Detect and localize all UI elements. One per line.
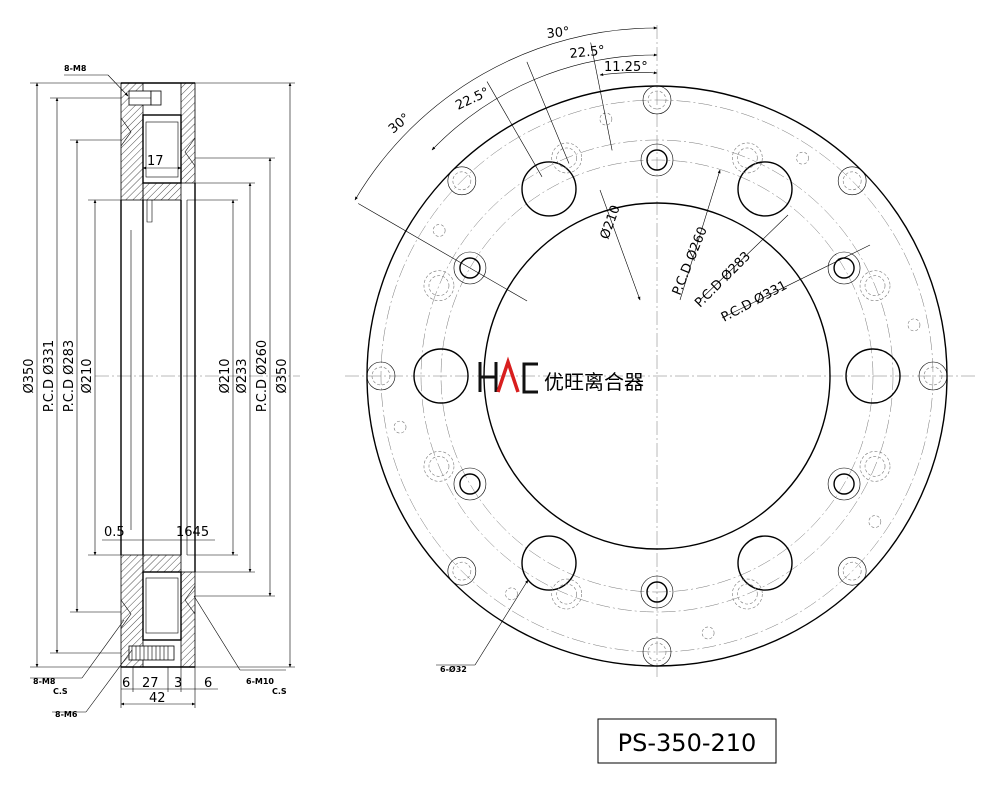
angle-30-top: 30°: [546, 25, 570, 42]
callout-8-m8-top: 8-M8: [64, 64, 87, 73]
model-number: PS-350-210: [618, 729, 757, 757]
pcd260-hole: [459, 257, 481, 279]
pcd331-hole: [842, 561, 862, 581]
callout-8-m8-cs-line1: 8-M8: [33, 677, 56, 686]
pcd331-hole: [923, 366, 943, 386]
dim-right-350: Ø350: [275, 358, 290, 393]
dim-bottom-6-left: 6: [122, 676, 130, 691]
dim-left-350: Ø350: [22, 358, 37, 393]
outer-small-hole: [701, 626, 715, 640]
dim-left-pcd331: P.C.D Ø331: [42, 340, 57, 412]
dim-17: 17: [147, 154, 164, 169]
outer-small-hole: [432, 224, 446, 237]
pcd283-hole-outer: [551, 578, 582, 610]
angle-11-25: 11.25°: [604, 60, 648, 75]
pcd283-hole: [864, 275, 886, 296]
dim-left-pcd283: P.C.D Ø283: [62, 340, 77, 412]
dia-label-210: Ø210: [598, 203, 624, 241]
pcd331-hole-outer: [642, 637, 672, 667]
pcd260-hole-counterbore: [640, 575, 674, 609]
callout-6-m10-line2: C.S: [272, 687, 287, 696]
angle-22-5-top: 22.5°: [569, 43, 606, 62]
pcd283-hole-outer: [732, 578, 763, 610]
pcd283-hole-outer: [732, 142, 763, 174]
model-box: PS-350-210: [597, 718, 777, 764]
pcd283-hole-outer: [859, 270, 891, 301]
dim-right-210: Ø210: [218, 358, 233, 393]
callout-8-m6: 8-M6: [55, 710, 78, 719]
large-hole: [413, 348, 469, 404]
pcd260-hole: [459, 473, 481, 495]
outer-small-hole: [868, 515, 882, 528]
dim-bottom-3: 3: [174, 676, 182, 691]
large-hole: [737, 535, 793, 591]
pcd331-hole-outer: [837, 166, 867, 196]
pcd331-hole-outer: [837, 556, 867, 586]
pcd283-hole-outer: [423, 451, 455, 482]
pcd283-hole-outer: [423, 270, 455, 301]
dim-right-pcd260: P.C.D Ø260: [255, 340, 270, 412]
pcd331-hole-outer: [447, 556, 477, 586]
outer-small-hole: [796, 151, 809, 165]
pcd283-hole: [737, 583, 758, 605]
angle-extension-line: [526, 61, 570, 164]
pcd260-hole-counterbore: [453, 467, 487, 501]
angle-extension-line: [358, 203, 528, 302]
dim-bottom-6-right: 6: [204, 676, 212, 691]
pcd283-hole: [737, 147, 758, 169]
dim-bottom-27: 27: [142, 676, 159, 691]
hac-mark: [478, 362, 498, 392]
pcd283-hole: [428, 275, 450, 296]
front-view: 30° 22.5° 11.25° 22.5° 30° Ø210 P.C.D Ø2…: [345, 25, 975, 680]
pcd331-hole: [371, 366, 391, 386]
pcd260-hole: [833, 473, 855, 495]
logo-company-name: 优旺离合器: [544, 370, 644, 394]
dim-0-5: 0.5: [104, 525, 125, 540]
outer-small-hole: [393, 420, 407, 434]
pcd260-hole-counterbore: [827, 251, 861, 285]
pcd283-hole: [428, 456, 450, 477]
large-hole: [521, 535, 577, 591]
callout-6-32: 6-Ø32: [440, 664, 467, 674]
angle-30-left: 30°: [386, 111, 413, 137]
pcd283-hole: [864, 456, 886, 477]
angle-22-5-left: 22.5°: [453, 85, 491, 114]
company-logo: 优旺离合器: [478, 356, 644, 394]
pcd331-hole-outer: [366, 361, 396, 391]
large-hole: [845, 348, 901, 404]
dim-left-210: Ø210: [80, 358, 95, 393]
pcd331-hole: [842, 171, 862, 191]
pcd331-hole-outer: [918, 361, 948, 391]
pcd331-hole: [647, 642, 667, 662]
callout-6-m10-line1: 6-M10: [246, 677, 274, 686]
side-section-view: Ø350 P.C.D Ø331 P.C.D Ø283 Ø210 Ø210 Ø23…: [22, 64, 300, 719]
callout-8-m8-cs-line2: C.S: [53, 687, 68, 696]
pcd260-hole-counterbore: [827, 467, 861, 501]
outer-small-hole: [907, 318, 921, 332]
pcd260-hole: [646, 581, 668, 603]
large-hole: [737, 161, 793, 217]
dim-bottom-42: 42: [149, 691, 166, 706]
dim-right-233: Ø233: [235, 358, 250, 393]
pcd331-hole: [452, 561, 472, 581]
pcd283-hole-outer: [859, 451, 891, 482]
dim-1645: 1645: [176, 525, 209, 540]
pcd283-hole: [556, 583, 577, 605]
dia-label-pcd331: P.C.D Ø331: [719, 278, 790, 325]
outer-small-hole: [505, 587, 518, 601]
pcd260-hole-counterbore: [453, 251, 487, 285]
